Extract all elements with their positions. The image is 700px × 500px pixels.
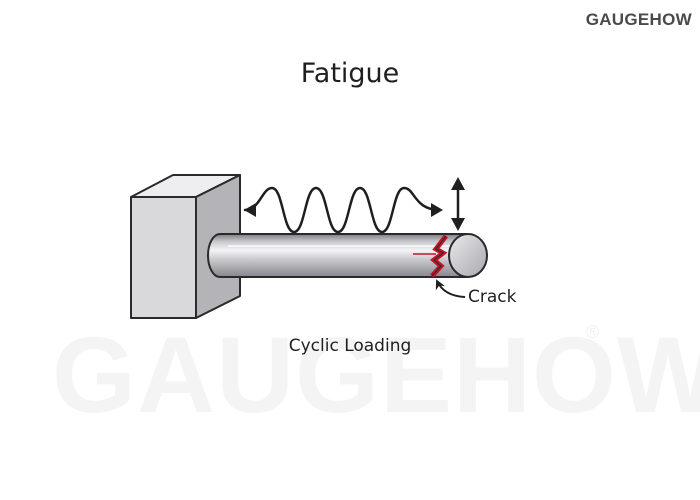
brand-logo: GAUGEHOW [585, 10, 692, 29]
fixed-support-block [130, 174, 241, 319]
crack-mark [413, 234, 448, 278]
cantilever-shaft [207, 233, 488, 278]
watermark-registered-mark: ® [586, 322, 600, 342]
diagram-caption: Cyclic Loading [288, 336, 412, 356]
diagram-title: Fatigue [300, 58, 400, 89]
crack-pointer-arrow [435, 279, 466, 298]
watermark: GAUGEHOW [52, 314, 700, 435]
cyclic-load-wave [243, 186, 443, 234]
vertical-load-arrow [451, 177, 465, 231]
crack-label: Crack [468, 287, 517, 307]
